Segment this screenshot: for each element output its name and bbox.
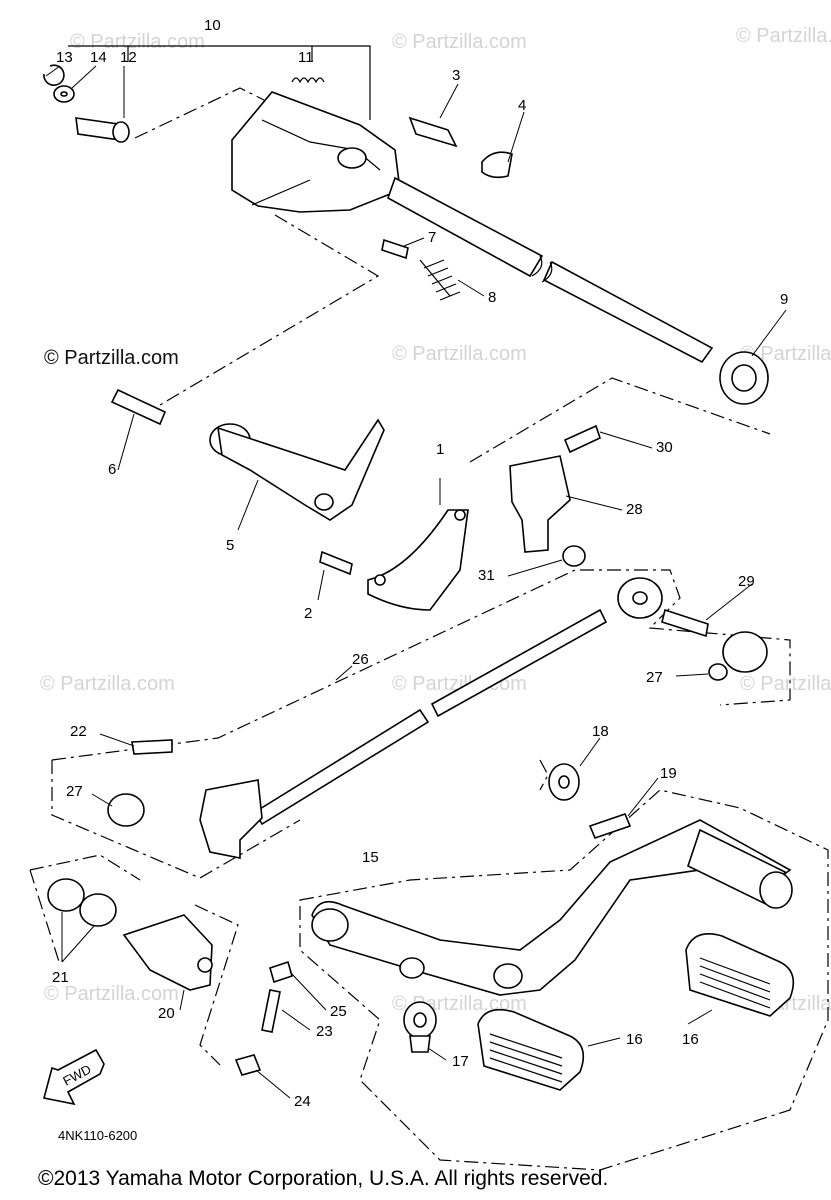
watermark-text: © Partzilla.com [392, 31, 527, 53]
bolt-30 [563, 424, 601, 454]
callout-11: 11 [298, 49, 314, 66]
callout-15: 15 [362, 849, 379, 866]
callout-10: 10 [204, 17, 221, 34]
callout-14: 14 [90, 49, 107, 66]
bolt-2 [319, 550, 353, 576]
watermark-text: © Partzilla.com [740, 673, 831, 695]
callout-18: 18 [592, 723, 609, 740]
circlip-13 [43, 64, 65, 86]
shift-pedal-15 [311, 819, 792, 996]
watermark-text: © Partzilla.com [736, 25, 831, 47]
callout-4: 4 [518, 97, 526, 114]
watermark-text: © Partzilla.com [392, 343, 527, 365]
watermark-text: © Partzilla.com [44, 983, 179, 1005]
callout-24: 24 [294, 1093, 311, 1110]
callout-13: 13 [56, 49, 73, 66]
bolt-29 [661, 608, 709, 638]
shaft-20 [122, 914, 213, 991]
joint-27-right [722, 631, 768, 673]
bolt-6 [110, 388, 167, 426]
callout-8: 8 [488, 289, 496, 306]
bolt-22 [131, 739, 173, 755]
bolt-3 [408, 116, 458, 148]
watermark-text: © Partzilla.com [40, 673, 175, 695]
shift-rod-26 [253, 708, 430, 826]
part-code: 4NK110-6200 [58, 1128, 137, 1143]
callout-1: 1 [436, 441, 444, 458]
bolt-23 [261, 989, 281, 1033]
washer-21a [47, 878, 85, 912]
callout-20: 20 [158, 1005, 175, 1022]
bracket-1 [367, 509, 469, 611]
callout-29: 29 [738, 573, 755, 590]
callout-22: 22 [70, 723, 87, 740]
callout-6: 6 [108, 461, 116, 478]
callout-17: 17 [452, 1053, 469, 1070]
spring-11 [291, 77, 325, 84]
callout-16-right: 16 [682, 1031, 699, 1048]
callout-19: 19 [660, 765, 677, 782]
callout-31: 31 [478, 567, 495, 584]
copyright-notice: ©2013 Yamaha Motor Corporation, U.S.A. A… [38, 1167, 608, 1190]
bolt-7 [381, 238, 409, 260]
leader-lines [45, 65, 787, 1099]
shift-lever-lower [199, 779, 263, 859]
shift-arm-10 [231, 91, 401, 213]
callout-28: 28 [626, 501, 643, 518]
lower-left-parts: FWD [29, 854, 293, 1106]
shift-linkage-middle [110, 377, 771, 611]
callout-27-right: 27 [646, 669, 663, 686]
callout-23: 23 [316, 1023, 333, 1040]
nut-25 [269, 960, 293, 984]
callout-3: 3 [452, 67, 460, 84]
pedal-rubber-16-left [477, 1008, 585, 1091]
callout-21: 21 [52, 969, 69, 986]
shift-lever-28 [509, 455, 571, 553]
shift-rod-assembly [51, 569, 791, 879]
shift-shaft-9 [387, 176, 544, 278]
spring-8 [419, 259, 461, 301]
bolt-19 [588, 813, 632, 839]
watermark-text: © Partzilla.com [740, 343, 831, 365]
callout-5: 5 [226, 537, 234, 554]
group-bracket-10 [68, 45, 371, 120]
watermark-text: © Partzilla.com [70, 31, 205, 53]
callout-12: 12 [120, 49, 137, 66]
pedal-rubber-16-right [685, 933, 795, 1017]
watermark-text-bold: © Partzilla.com [44, 347, 179, 369]
callout-numbers: 1 2 3 4 5 6 7 8 9 10 11 12 13 14 15 16 1… [52, 17, 788, 1110]
callout-27-left: 27 [66, 783, 83, 800]
callout-16-left: 16 [626, 1031, 643, 1048]
shift-pedal-assembly [299, 759, 829, 1171]
callout-2: 2 [304, 605, 312, 622]
washer-31 [562, 545, 586, 567]
joint-27-left [107, 793, 145, 827]
callout-25: 25 [330, 1003, 347, 1020]
washer-21b [79, 893, 117, 927]
shift-shaft-assembly [43, 45, 769, 406]
clip-4 [481, 151, 513, 179]
callout-9: 9 [780, 291, 788, 308]
callout-30: 30 [656, 439, 673, 456]
callout-7: 7 [428, 229, 436, 246]
nut-24 [234, 1054, 262, 1076]
callout-26: 26 [352, 651, 369, 668]
fwd-arrow-icon [43, 1048, 105, 1106]
watermarks: © Partzilla.com © Partzilla.com © Partzi… [40, 25, 831, 1015]
